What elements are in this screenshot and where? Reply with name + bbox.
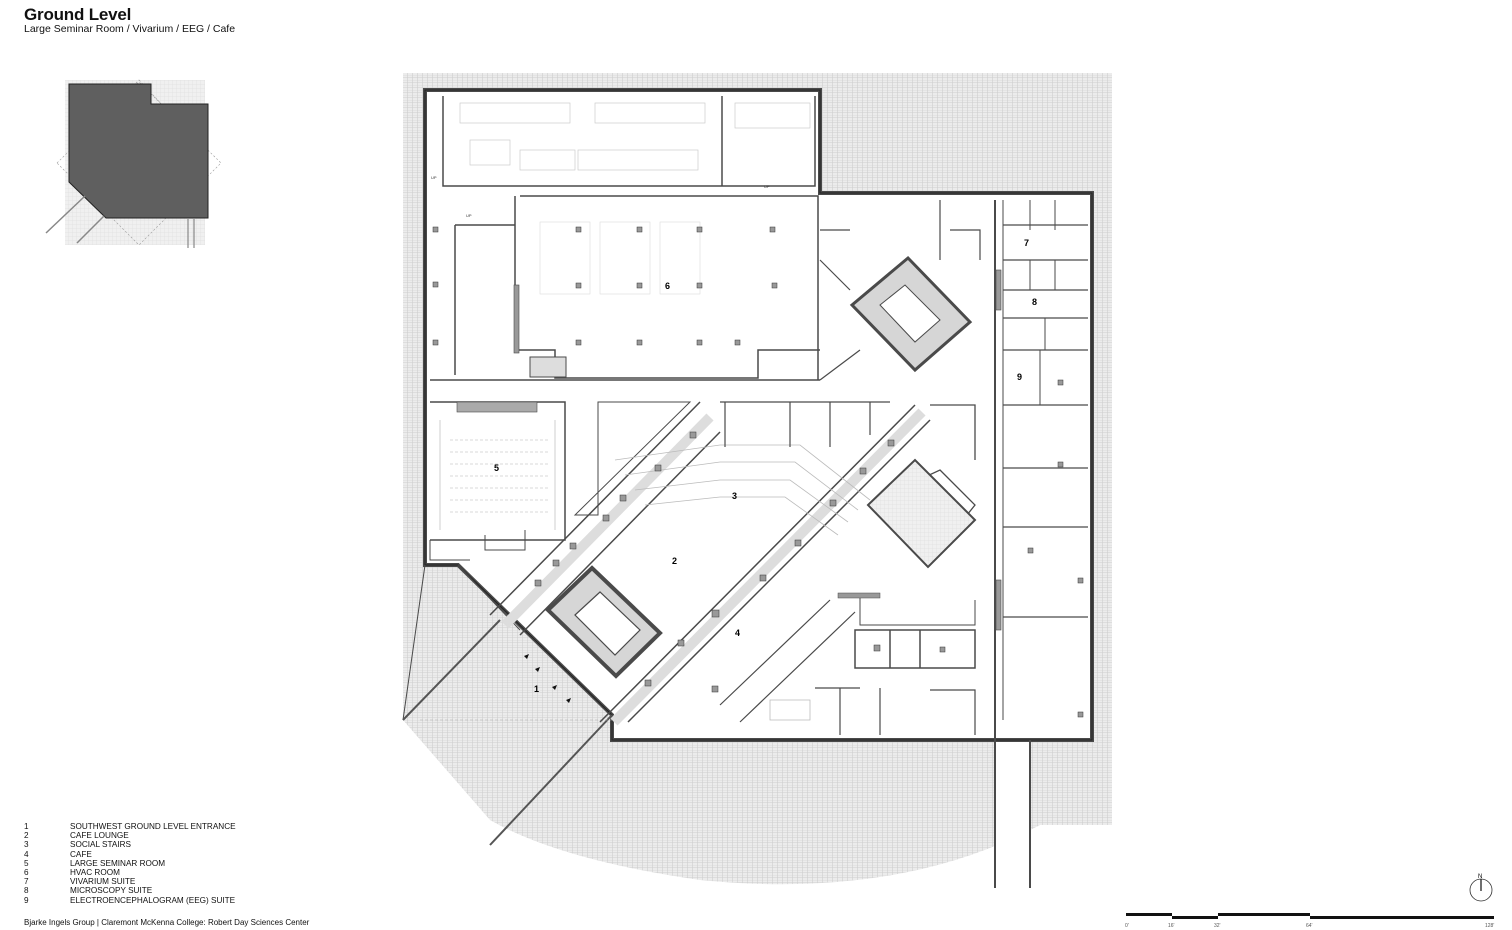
legend-item: 1 SOUTHWEST GROUND LEVEL ENTRANCE [24, 822, 236, 831]
legend-item: 5 LARGE SEMINAR ROOM [24, 859, 236, 868]
room-label-2: 2 [672, 556, 677, 566]
scale-tick: 16' [1168, 923, 1175, 929]
north-label: N [1478, 874, 1482, 880]
legend-label: LARGE SEMINAR ROOM [70, 858, 166, 868]
room-label-5: 5 [494, 463, 499, 473]
legend-num: 2 [24, 831, 29, 841]
scale-tick: 64' [1306, 923, 1313, 929]
room-label-9: 9 [1017, 372, 1022, 382]
legend-item: 9 ELECTROENCEPHALOGRAM (EEG) SUITE [24, 896, 236, 905]
entrance-arrows [524, 654, 571, 703]
legend-item: 2 CAFE LOUNGE [24, 831, 236, 840]
legend-label: ELECTROENCEPHALOGRAM (EEG) SUITE [70, 895, 236, 905]
room-label-8: 8 [1032, 297, 1037, 307]
stair-up-label: UP [764, 184, 770, 189]
room-label-4: 4 [735, 628, 740, 638]
legend-label: HVAC ROOM [70, 868, 120, 878]
legend-label: MICROSCOPY SUITE [70, 886, 153, 896]
scale-tick: 0' [1125, 923, 1129, 929]
north-arrow-icon: N [1469, 874, 1493, 902]
credit-line: Bjarke Ingels Group | Claremont McKenna … [24, 918, 310, 927]
legend-item: 8 MICROSCOPY SUITE [24, 886, 236, 895]
legend-num: 7 [24, 877, 29, 887]
scale-tick: 32' [1214, 923, 1221, 929]
legend-num: 3 [24, 840, 29, 850]
legend-num: 9 [24, 895, 29, 905]
legend-num: 1 [24, 822, 29, 831]
legend-label: SOUTHWEST GROUND LEVEL ENTRANCE [70, 822, 236, 831]
legend-item: 6 HVAC ROOM [24, 868, 236, 877]
room-label-7: 7 [1024, 238, 1029, 248]
stair-up-label: UP [431, 175, 437, 180]
structural-columns [432, 226, 1084, 718]
building-plan [402, 88, 1094, 888]
legend-label: CAFE LOUNGE [70, 831, 129, 841]
room-label-6: 6 [665, 281, 670, 291]
key-plan-footprint [68, 83, 209, 219]
legend-item: 3 SOCIAL STAIRS [24, 840, 236, 849]
legend-item: 4 CAFE [24, 850, 236, 859]
legend-label: SOCIAL STAIRS [70, 840, 131, 850]
legend-num: 5 [24, 858, 29, 868]
legend-label: CAFE [70, 849, 92, 859]
room-label-3: 3 [732, 491, 737, 501]
room-label-1: 1 [534, 684, 539, 694]
legend-num: 6 [24, 868, 29, 878]
scale-tick: 128' [1485, 923, 1494, 929]
scale-bar: 0' 16' 32' 64' 128' [1125, 913, 1494, 929]
page-subtitle: Large Seminar Room / Vivarium / EEG / Ca… [24, 23, 236, 35]
legend-num: 8 [24, 886, 29, 896]
legend-num: 4 [24, 849, 29, 859]
stair-up-label: UP [466, 213, 472, 218]
key-plan [45, 79, 222, 248]
legend-item: 7 VIVARIUM SUITE [24, 877, 236, 886]
legend-label: VIVARIUM SUITE [70, 877, 136, 887]
page-title: Ground Level [24, 5, 132, 24]
